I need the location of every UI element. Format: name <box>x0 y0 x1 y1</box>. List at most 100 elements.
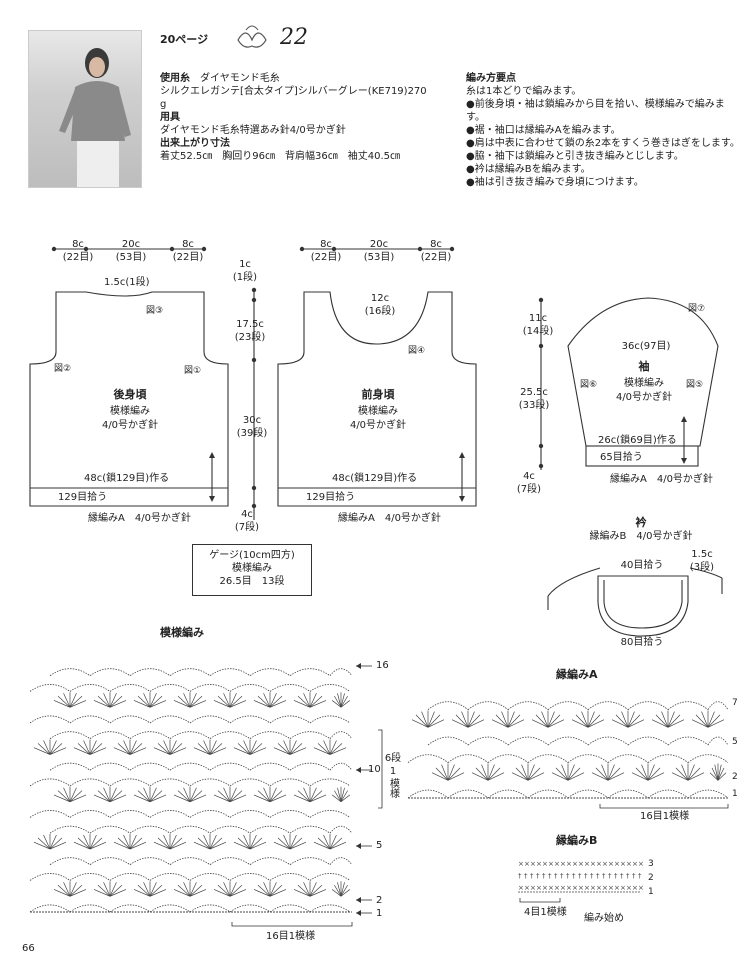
front-title: 前身頃 <box>361 388 395 401</box>
back-width-left: 8c(22目) <box>62 239 94 263</box>
sleeve-fig5: 図⑤ <box>686 380 704 390</box>
yarn-detail: シルクエレガンテ[合太タイプ]シルバーグレー(KE719)270 <box>160 86 427 97</box>
svg-text:†: † <box>626 872 630 880</box>
svg-text:†: † <box>566 872 570 880</box>
sleeve-outline <box>567 297 719 447</box>
back-body-outline <box>29 291 229 507</box>
collar-pick-bottom: 80目拾う <box>620 637 664 648</box>
pattern-repeat-stitch: 16目1模様 <box>266 931 316 942</box>
back-edge: 縁編みA 4/0号かぎ針 <box>88 513 191 524</box>
size-detail: 着丈52.5㎝ 胸回り96㎝ 背肩幅36㎝ 袖丈40.5㎝ <box>160 151 400 162</box>
edge-b-repeat: 4目1模様 <box>524 907 567 918</box>
svg-text:×: × <box>518 884 524 892</box>
svg-text:†: † <box>602 872 606 880</box>
instruction-line: ●袖は引き抜き編みで身頃につけます。 <box>466 177 644 188</box>
svg-text:×: × <box>536 860 542 868</box>
svg-text:†: † <box>614 872 618 880</box>
front-body-outline <box>277 291 477 507</box>
svg-text:×: × <box>638 860 644 868</box>
pattern-row-1: 1 <box>376 908 383 919</box>
pattern-row-16: 16 <box>376 660 389 671</box>
svg-text:×: × <box>626 884 632 892</box>
front-neck-depth: 12c(16段) <box>364 293 396 317</box>
svg-text:×: × <box>542 860 548 868</box>
edge-a-row-7: 7 <box>732 698 738 708</box>
instructions-title: 編み方要点 <box>466 73 516 84</box>
svg-text:×: × <box>596 884 602 892</box>
edge-a-row-1: 1 <box>732 789 738 799</box>
edge-a-row-5: 5 <box>732 737 738 747</box>
instruction-line: ●肩は中表に合わせて鎖の糸2本をすくう巻きはぎをします。 <box>466 138 740 149</box>
collar-pick-top: 40目拾う <box>620 560 664 571</box>
gauge-title: ゲージ(10cm四方) <box>209 550 295 561</box>
svg-text:†: † <box>536 872 540 880</box>
svg-text:†: † <box>638 872 642 880</box>
instruction-line: ●衿は縁編みBを編みます。 <box>466 164 591 175</box>
svg-text:×: × <box>632 860 638 868</box>
svg-text:×: × <box>572 860 578 868</box>
tools-title: 用具 <box>160 112 180 123</box>
svg-text:†: † <box>632 872 636 880</box>
yarn-unit: g <box>160 99 167 110</box>
svg-text:×: × <box>530 884 536 892</box>
svg-text:×: × <box>590 884 596 892</box>
svg-text:†: † <box>560 872 564 880</box>
sleeve-pattern: 模様編み <box>624 378 664 389</box>
svg-text:×: × <box>608 860 614 868</box>
svg-text:×: × <box>536 884 542 892</box>
svg-text:†: † <box>554 872 558 880</box>
svg-text:×: × <box>566 884 572 892</box>
svg-text:×: × <box>626 860 632 868</box>
collar-width: 1.5c(3段) <box>689 549 715 573</box>
svg-text:†: † <box>578 872 582 880</box>
sleeve-v-2: 25.5c(33段) <box>518 387 550 411</box>
svg-text:×: × <box>530 860 536 868</box>
svg-text:†: † <box>572 872 576 880</box>
sleeve-fig6: 図⑥ <box>580 380 598 390</box>
sleeve-fig7: 図⑦ <box>688 304 706 314</box>
back-width-mid: 20c(53目) <box>115 239 147 263</box>
instructions-block: 編み方要点 糸は1本どりで編みます。●前後身頃・袖は鎖編みから目を拾い、模様編み… <box>466 72 742 189</box>
edge-b-row-2: 2 <box>648 873 654 883</box>
gauge-box: ゲージ(10cm四方) 模様編み 26.5目 13段 <box>192 544 312 596</box>
svg-text:†: † <box>620 872 624 880</box>
svg-text:×: × <box>602 860 608 868</box>
edge-a-title: 縁編みA <box>556 668 598 681</box>
pattern-row-2: 2 <box>376 895 383 906</box>
svg-text:×: × <box>578 884 584 892</box>
svg-text:×: × <box>548 884 554 892</box>
pattern-row-5: 5 <box>376 840 383 851</box>
back-pattern: 模様編み <box>110 406 150 417</box>
svg-text:×: × <box>542 884 548 892</box>
back-fig3: 図③ <box>146 306 164 316</box>
svg-text:×: × <box>554 860 560 868</box>
front-chain: 48c(鎖129目)作る <box>332 473 418 484</box>
back-chain: 48c(鎖129目)作る <box>84 473 170 484</box>
v-dim-1: 1c(1段) <box>232 259 258 283</box>
svg-text:×: × <box>524 860 530 868</box>
svg-text:×: × <box>572 884 578 892</box>
svg-text:×: × <box>584 884 590 892</box>
collar-outline <box>547 567 723 597</box>
sleeve-v-3: 4c(7段) <box>516 471 542 495</box>
svg-text:×: × <box>632 884 638 892</box>
svg-text:×: × <box>584 860 590 868</box>
front-fig4: 図④ <box>408 346 426 356</box>
v-dim-3: 30c(39段) <box>236 415 268 439</box>
sleeve-title: 袖 <box>638 360 650 373</box>
svg-text:×: × <box>560 860 566 868</box>
svg-text:†: † <box>596 872 600 880</box>
svg-text:×: × <box>608 884 614 892</box>
svg-text:×: × <box>566 860 572 868</box>
svg-text:×: × <box>620 860 626 868</box>
svg-text:×: × <box>524 884 530 892</box>
svg-text:×: × <box>620 884 626 892</box>
back-width-right: 8c(22目) <box>172 239 204 263</box>
back-title: 後身頃 <box>113 388 147 401</box>
sleeve-v-1: 11c(14段) <box>522 313 554 337</box>
svg-text:†: † <box>590 872 594 880</box>
page-ref: 20ページ <box>160 33 209 46</box>
instruction-line: 糸は1本どりで編みます。 <box>466 86 582 97</box>
front-pattern: 模様編み <box>358 406 398 417</box>
